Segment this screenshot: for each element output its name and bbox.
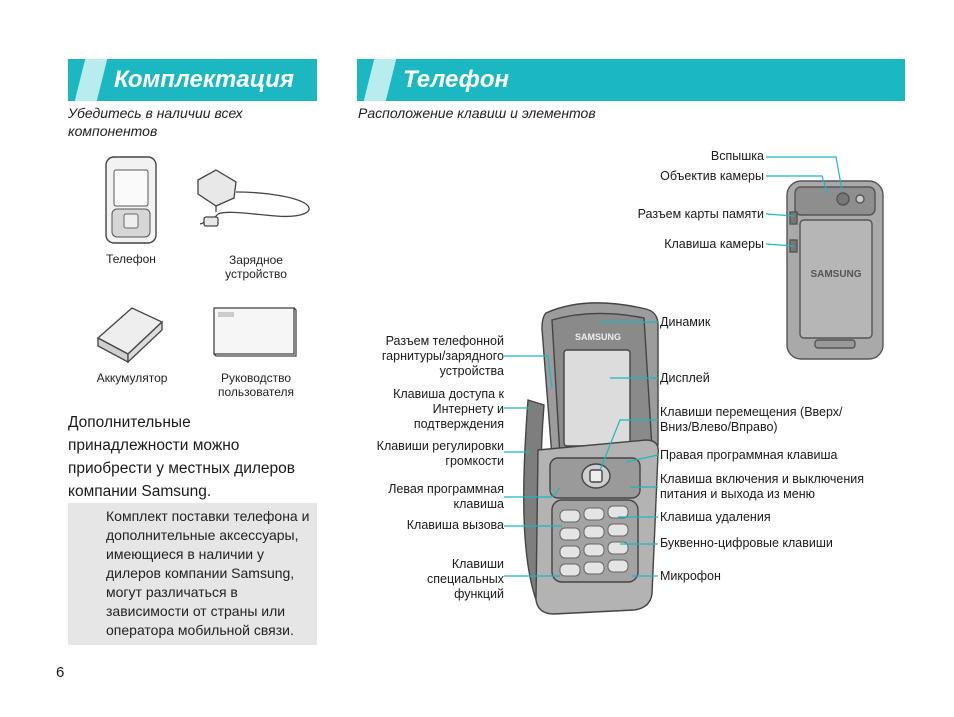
label-speaker: Динамик xyxy=(660,315,711,329)
label-right-soft-key: Правая программная клавиша xyxy=(660,448,838,462)
page-number: 6 xyxy=(56,664,65,681)
label-memory-card-slot: Разъем карты памяти xyxy=(637,207,764,221)
note-box: Комплект поставки телефона и дополнитель… xyxy=(68,503,317,645)
label-display: Дисплей xyxy=(660,371,710,385)
section-header-phone: Телефон xyxy=(357,59,905,101)
phone-front-illustration xyxy=(523,302,659,615)
brand-logo-front: SAMSUNG xyxy=(575,332,621,342)
label-power-end-key: Клавиша включения и выключения питания и… xyxy=(660,472,865,501)
label-web-key: Клавиша доступа к Интернету и подтвержде… xyxy=(393,387,504,431)
battery-icon xyxy=(96,307,164,364)
note-text: Комплект поставки телефона и дополнитель… xyxy=(106,508,310,638)
label-flash: Вспышка xyxy=(710,149,764,163)
label-clear-key: Клавиша удаления xyxy=(660,510,771,524)
label-left-soft-key: Левая программная клавиша xyxy=(388,482,504,511)
caption-phone: Телефон xyxy=(106,252,156,266)
label-navigation-keys: Клавиши перемещения (Вверх/Вниз/Влево/Вп… xyxy=(660,405,843,434)
charger-icon xyxy=(197,169,310,227)
label-volume-keys: Клавиши регулировки громкости xyxy=(376,439,504,468)
section-header-kit: Комплектация xyxy=(68,59,317,101)
brand-logo-back: SAMSUNG xyxy=(810,269,861,280)
section-title: Комплектация xyxy=(114,66,295,93)
caption-charger: Зарядное устройство xyxy=(225,253,287,281)
label-headset-jack: Разъем телефонной гарнитуры/зарядного ус… xyxy=(381,334,504,378)
section-title: Телефон xyxy=(403,66,510,93)
phone-subtitle: Расположение клавиш и элементов xyxy=(358,105,596,121)
label-special-keys: Клавиши специальных функций xyxy=(426,557,504,601)
accessories-text: Дополнительные принадлежности можно прио… xyxy=(68,414,296,500)
label-microphone: Микрофон xyxy=(660,569,721,583)
caption-battery: Аккумулятор xyxy=(96,371,168,385)
label-camera-key: Клавиша камеры xyxy=(664,237,764,251)
label-alphanumeric-keys: Буквенно-цифровые клавиши xyxy=(660,536,833,550)
phone-back-illustration xyxy=(786,180,884,360)
label-call-key: Клавиша вызова xyxy=(406,518,504,532)
phone-icon xyxy=(105,156,157,244)
kit-subtitle: Убедитесь в наличии всех компонентов xyxy=(68,105,243,139)
manual-icon xyxy=(213,307,297,357)
label-camera-lens: Объектив камеры xyxy=(660,169,764,183)
caption-manual: Руководство пользователя xyxy=(218,371,294,399)
leader-lines xyxy=(504,156,843,577)
